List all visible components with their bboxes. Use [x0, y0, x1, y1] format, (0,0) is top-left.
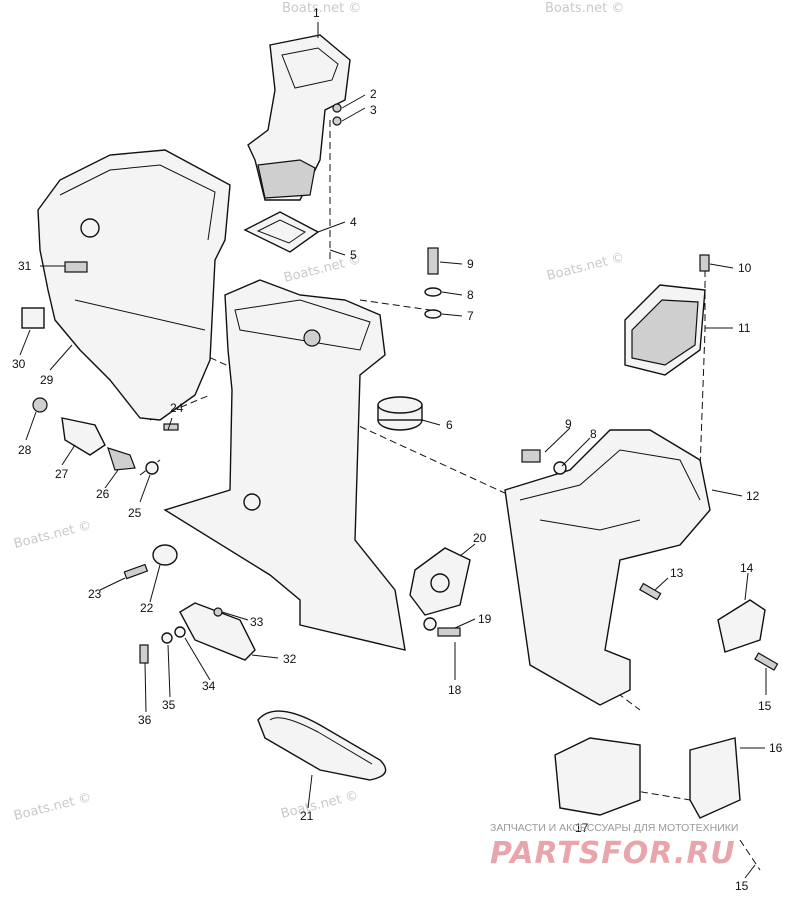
callout-27: 27	[55, 467, 69, 481]
callout-19: 19	[478, 612, 492, 626]
part-24-pin	[163, 423, 179, 431]
watermark: Boats.net ©	[545, 250, 626, 284]
callout-18: 18	[448, 683, 462, 697]
watermark: Boats.net ©	[545, 1, 624, 16]
callout-10: 10	[738, 261, 752, 275]
part-7-9-bolt-stack	[424, 247, 442, 319]
part-15-screw	[754, 652, 779, 671]
callout-34: 34	[202, 679, 216, 693]
callout-9: 9	[467, 257, 474, 271]
callout-11: 11	[738, 321, 751, 335]
callout-4: 4	[350, 215, 357, 229]
callout-14: 14	[740, 561, 754, 575]
callout-2: 2	[370, 87, 377, 101]
callout-17: 17	[575, 821, 589, 835]
callout-numbers: 1 2 3 4 5 6 7 8 9 10 11 12 13 14 15 16 1…	[12, 6, 783, 893]
callout-15: 15	[758, 699, 772, 713]
part-25-28-fitting-assembly	[32, 397, 159, 475]
callout-16: 16	[769, 741, 783, 755]
part-8-9-right-screws	[521, 449, 567, 475]
part-29-lower-cowl	[37, 149, 231, 421]
part-16-17-brackets	[554, 737, 741, 819]
part-14-clip	[717, 599, 766, 653]
part-12-midsection	[504, 429, 711, 706]
part-32-36-plate-group	[139, 602, 256, 664]
footer-tagline: ЗАПЧАСТИ И АКСЕССУАРЫ ДЛЯ МОТОТЕХНИКИ	[490, 822, 739, 834]
callout-22: 22	[140, 601, 154, 615]
callout-24: 24	[170, 401, 184, 415]
callout-23: 23	[88, 587, 102, 601]
callout-7: 7	[467, 309, 474, 323]
callout-1: 1	[313, 6, 320, 20]
part-4-gasket	[243, 211, 320, 253]
watermark: Boats.net ©	[12, 518, 93, 552]
callout-33: 33	[250, 615, 264, 629]
part-21-seal	[257, 710, 387, 781]
part-center-housing	[163, 279, 406, 651]
callout-3: 3	[370, 103, 377, 117]
watermark: Boats.net ©	[279, 788, 360, 822]
callout-36: 36	[138, 713, 152, 727]
callout-21: 21	[300, 809, 314, 823]
callout-30: 30	[12, 357, 26, 371]
callout-12: 12	[746, 489, 760, 503]
part-1-exhaust-tube	[247, 34, 351, 201]
callout-35: 35	[162, 698, 176, 712]
callout-20: 20	[473, 531, 487, 545]
callout-13: 13	[670, 566, 684, 580]
part-30-decal	[21, 307, 45, 329]
callout-15-bottom: 15	[735, 879, 749, 893]
partsfor-logo[interactable]: PARTSFOR.RU	[490, 836, 736, 871]
callout-25: 25	[128, 506, 142, 520]
part-6-mount	[377, 396, 423, 431]
part-2-3-screws	[332, 103, 342, 126]
part-22-23-grommet-and-screw	[123, 544, 178, 580]
leader-lines	[19, 22, 767, 879]
part-10-11-cover	[624, 254, 710, 376]
part-13-screw	[639, 582, 662, 601]
callout-9-right: 9	[565, 417, 572, 431]
callout-32: 32	[283, 652, 297, 666]
part-18-20-plate-and-bolt	[409, 547, 471, 637]
watermark: Boats.net ©	[282, 1, 361, 16]
callout-26: 26	[96, 487, 110, 501]
callout-28: 28	[18, 443, 32, 457]
callout-5: 5	[350, 248, 357, 262]
callout-29: 29	[40, 373, 54, 387]
callout-8: 8	[467, 288, 474, 302]
callout-31: 31	[18, 259, 32, 273]
watermark: Boats.net ©	[12, 790, 93, 824]
callout-6: 6	[446, 418, 453, 432]
callout-8-right: 8	[590, 427, 597, 441]
